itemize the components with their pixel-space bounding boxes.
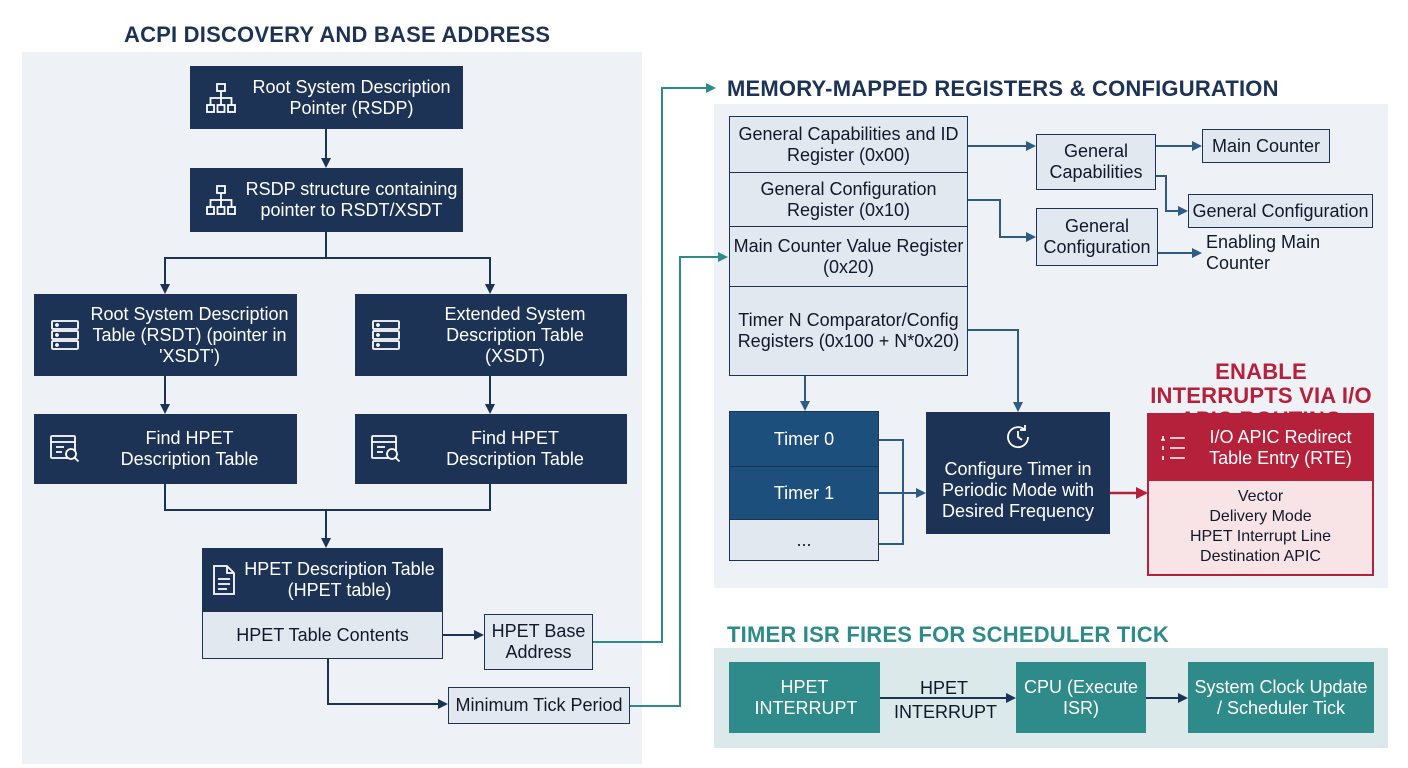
minimum-tick-box[interactable]: Minimum Tick Period [448,687,630,724]
clock-icon [1007,425,1029,449]
server-icon [372,320,400,350]
main-counter-box[interactable]: Main Counter [1202,129,1330,163]
enabling-main-counter-text: Enabling Main Counter [1206,232,1321,273]
list-icon [1161,436,1185,460]
find-hpet-left-label: Find HPET Description Table [120,428,259,469]
rsdp-label: Root System Description Pointer (RSDP) [252,76,451,118]
reg-main-counter-label: Main Counter Value Register (0x20) [733,236,964,277]
timer-0-label: Timer 0 [773,428,835,449]
reg-capabilities[interactable]: General Capabilities and ID Register (0x… [729,116,968,174]
rsdt-box[interactable]: Root System Description Table (RSDT) (po… [34,294,297,376]
acpi-title: ACPI DISCOVERY AND BASE ADDRESS [124,22,551,47]
general-capabilities-label: General Capabilities [1049,141,1143,182]
mmio-title: MEMORY-MAPPED REGISTERS & CONFIGURATION [727,76,1279,101]
rsdp-box[interactable]: Root System Description Pointer (RSDP) [190,66,463,129]
reg-configuration[interactable]: General Configuration Register (0x10) [729,172,968,228]
rsdt-label: Root System Description Table (RSDT) (po… [90,303,289,366]
table-search-icon [50,435,80,463]
reg-timer-n[interactable]: Timer N Comparator/Config Registers (0x1… [729,286,968,376]
configure-timer-label: Configure Timer in Periodic Mode with De… [941,458,1095,521]
rsdp-struct-label: RSDP structure containing pointer to RSD… [245,179,458,220]
rte-title: I/O APIC Redirect Table Entry (RTE) [1209,427,1352,468]
minimum-tick-label: Minimum Tick Period [455,695,623,715]
general-configuration-right-label: General Configuration [1192,200,1369,221]
server-icon [51,320,79,350]
rte-box[interactable]: I/O APIC Redirect Table Entry (RTE) Vect… [1147,413,1374,576]
find-hpet-left-box[interactable]: Find HPET Description Table [34,414,297,484]
rte-header: I/O APIC Redirect Table Entry (RTE) [1149,415,1372,481]
rte-field-interrupt-line: HPET Interrupt Line [1189,528,1332,545]
configure-timer-box[interactable]: Configure Timer in Periodic Mode with De… [926,412,1110,534]
xsdt-box[interactable]: Extended System Description Table (XSDT) [355,294,627,376]
timer-1-box[interactable]: Timer 1 [729,466,879,520]
main-counter-label: Main Counter [1211,135,1321,156]
hpet-interrupt-box[interactable]: HPET INTERRUPT [729,662,880,733]
find-hpet-right-label: Find HPET Description Table [446,428,584,469]
reg-main-counter[interactable]: Main Counter Value Register (0x20) [729,226,968,288]
system-clock-label: System Clock Update / Scheduler Tick [1194,676,1368,718]
document-icon [213,565,235,595]
hpet-base-address-box[interactable]: HPET Base Address [484,614,593,670]
find-hpet-right-box[interactable]: Find HPET Description Table [355,414,627,484]
hpet-table-title-box[interactable]: HPET Description Table (HPET table) [202,548,443,612]
hierarchy-icon [206,82,236,113]
general-configuration-box[interactable]: General Configuration [1036,208,1158,266]
reg-configuration-label: General Configuration Register (0x10) [760,179,937,220]
timer-more-box[interactable]: ... [729,519,879,561]
isr-title: TIMER ISR FIRES FOR SCHEDULER TICK [727,622,1169,647]
timer-0-box[interactable]: Timer 0 [729,411,879,467]
hpet-base-address-label: HPET Base Address [491,621,586,662]
general-capabilities-box[interactable]: General Capabilities [1036,134,1156,190]
rte-field-vector: Vector [1237,488,1284,505]
reg-timer-n-label: Timer N Comparator/Config Registers (0x1… [737,310,960,351]
reg-capabilities-label: General Capabilities and ID Register (0x… [738,124,959,165]
general-configuration-right-box[interactable]: General Configuration [1188,194,1373,228]
hpet-table-contents-box[interactable]: HPET Table Contents [202,612,443,659]
hpet-interrupt-label: HPET INTERRUPT [754,676,858,718]
general-configuration-label: General Configuration [1043,216,1151,257]
table-search-icon [371,435,401,463]
cpu-label: CPU (Execute ISR) [1023,676,1139,718]
hpet-interrupt-arrow-label: HPET INTERRUPT [894,678,997,722]
rte-field-destination: Destination APIC [1200,548,1321,565]
cpu-box[interactable]: CPU (Execute ISR) [1016,662,1146,733]
rte-fields: Vector Delivery Mode HPET Interrupt Line… [1149,487,1372,567]
hierarchy-icon [206,185,236,215]
hpet-table-title-label: HPET Description Table (HPET table) [244,559,435,600]
timer-more-label: ... [796,529,812,550]
system-clock-box[interactable]: System Clock Update / Scheduler Tick [1188,662,1374,733]
xsdt-label: Extended System Description Table (XSDT) [444,303,586,366]
rsdp-struct-box[interactable]: RSDP structure containing pointer to RSD… [190,168,463,232]
hpet-table-contents-label: HPET Table Contents [236,624,409,645]
rte-field-delivery-mode: Delivery Mode [1209,508,1312,525]
timer-1-label: Timer 1 [773,482,835,503]
